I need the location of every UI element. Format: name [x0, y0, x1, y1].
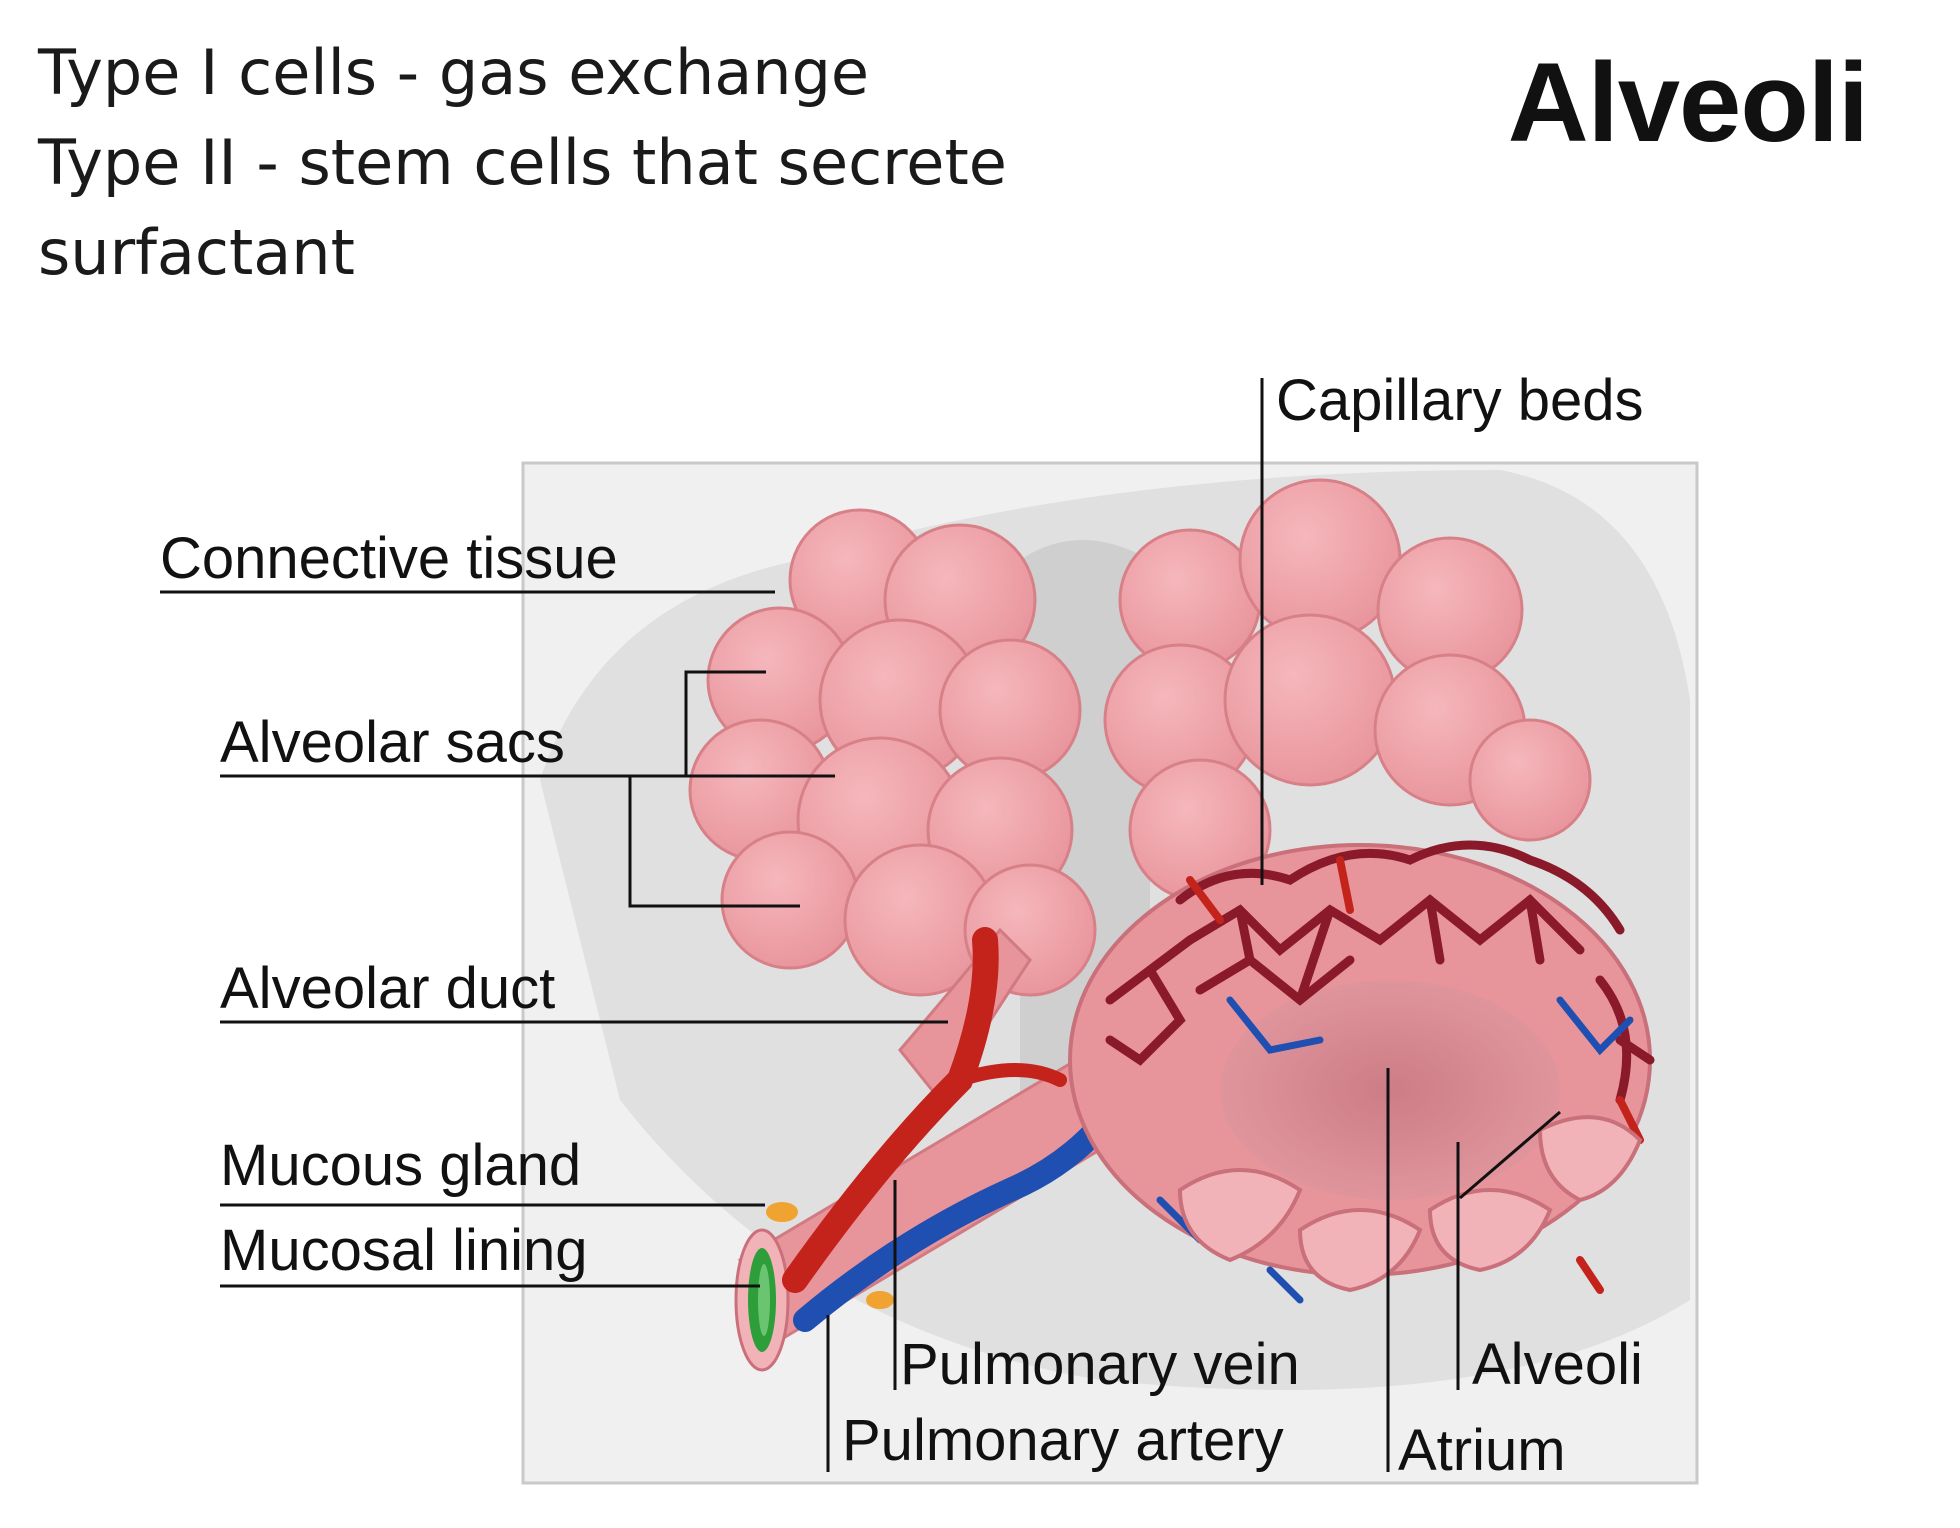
capillary-cluster [1068, 840, 1655, 1304]
atrium-region [1220, 980, 1560, 1200]
alveolar-sacs-right [1103, 478, 1592, 902]
intro-line-type-2: Type II - stem cells that secrete [38, 126, 1007, 199]
leader-alveolar-sacs-lower [628, 776, 800, 908]
label-mucous-gland: Mucous gland [220, 1133, 581, 1198]
label-alveolar-sacs: Alveolar sacs [220, 710, 565, 775]
label-pulmonary-vein: Pulmonary vein [900, 1332, 1300, 1397]
mucous-gland [766, 1202, 798, 1222]
label-atrium: Atrium [1398, 1418, 1566, 1483]
label-mucosal-lining: Mucosal lining [220, 1218, 588, 1283]
leader-alveolar-sacs-upper [684, 670, 766, 776]
label-alveoli: Alveoli [1472, 1332, 1643, 1397]
intro-line-type-1: Type I cells - gas exchange [38, 36, 870, 109]
alveolar-duct [734, 927, 1152, 1372]
intro-line-type-2-cont: surfactant [38, 216, 355, 289]
label-capillary-beds: Capillary beds [1276, 368, 1644, 433]
page-title: Alveoli [1507, 40, 1869, 165]
label-connective-tissue: Connective tissue [160, 526, 618, 591]
alveolar-sacs-left [688, 508, 1097, 997]
leader-lines [160, 378, 1561, 1472]
label-alveolar-duct: Alveolar duct [220, 956, 555, 1021]
intro-text: Type I cells - gas exchange Type II - st… [38, 28, 1188, 298]
label-pulmonary-artery: Pulmonary artery [842, 1408, 1284, 1473]
pulmonary-vein-vessel [782, 927, 999, 1293]
